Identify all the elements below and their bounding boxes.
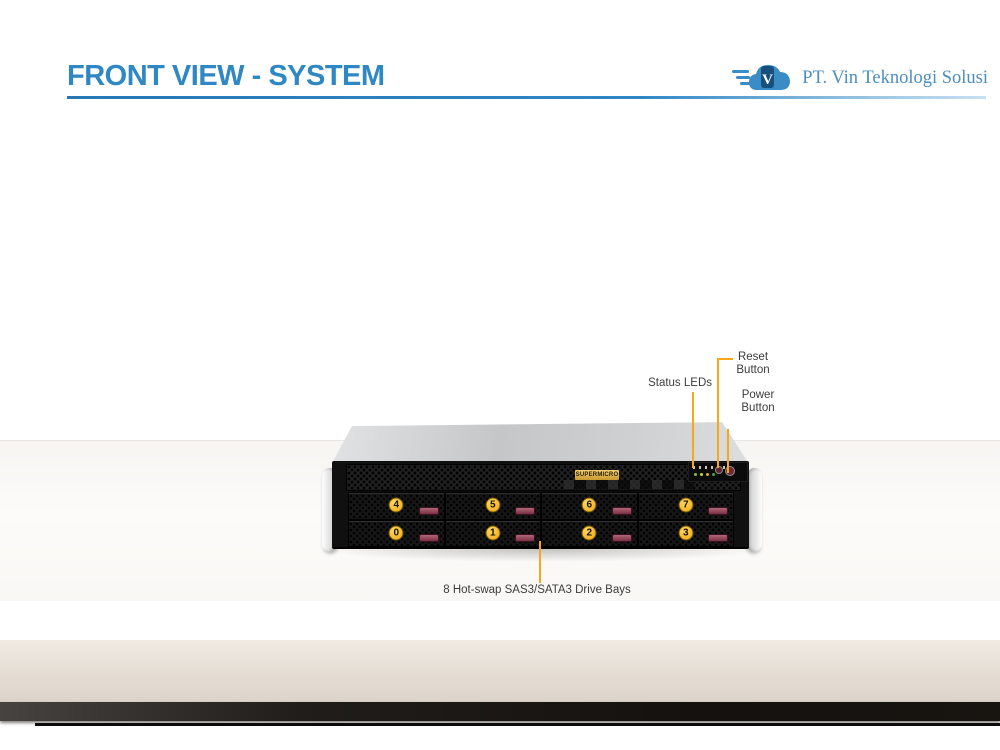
power-leader-line [727, 429, 729, 473]
server-front-panel: SUPERMICRO 4 5 6 7 [332, 461, 749, 549]
drive-bay: 7 [638, 493, 733, 519]
cloud-v-logo-icon: V [732, 53, 796, 104]
drive-bay-number: 1 [485, 525, 501, 541]
status-leds-label: Status LEDs [648, 377, 712, 389]
power-button-label: Power Button [734, 389, 782, 415]
reset-leader-line [717, 358, 719, 468]
drive-bay-number: 6 [581, 497, 597, 513]
power-label-line1: Power [741, 389, 775, 401]
reset-button-label: Reset Button [729, 351, 777, 377]
drive-bay-number: 0 [388, 525, 404, 541]
drive-bay: 0 [349, 520, 444, 546]
drive-bay-latch-icon [708, 506, 728, 515]
company-logo: V PT. Vin Teknologi Solusi [732, 54, 988, 102]
status-leds-leader-line [692, 392, 694, 468]
vent-slot-detail [564, 480, 694, 489]
drive-bay-grid: 4 5 6 7 0 1 2 [348, 492, 734, 547]
status-led [712, 473, 715, 476]
title-underline [67, 96, 986, 99]
drive-bay-latch-icon [515, 534, 535, 542]
rack-ear-right [747, 468, 762, 552]
drive-bay-number: 2 [581, 525, 597, 541]
drive-bay-number: 4 [388, 497, 404, 513]
drive-bay-number: 3 [678, 525, 694, 541]
drive-bay: 4 [349, 493, 444, 519]
drive-bay-latch-icon [611, 534, 632, 542]
table-edge-band [0, 640, 1000, 702]
drive-bay: 5 [445, 493, 540, 519]
table-shadow-band [0, 702, 1000, 721]
status-led [700, 473, 703, 476]
drive-bay-latch-icon [708, 534, 728, 542]
reset-leader-line-horizontal [717, 358, 733, 360]
table-shadow-line [35, 723, 1000, 726]
power-button [725, 466, 735, 476]
company-name: PT. Vin Teknologi Solusi [802, 67, 988, 88]
drive-bay-number: 7 [678, 497, 694, 513]
drive-bay-number: 5 [485, 497, 501, 513]
drive-bays-leader-line [539, 541, 541, 583]
drive-bay-latch-icon [515, 506, 535, 515]
page-title: FRONT VIEW - SYSTEM [67, 60, 385, 92]
brand-badge: SUPERMICRO [575, 470, 619, 480]
drive-bay-latch-icon [418, 534, 439, 542]
reset-label-line1: Reset [737, 351, 769, 363]
status-led-icons [693, 466, 725, 469]
drive-bays-label: 8 Hot-swap SAS3/SATA3 Drive Bays [443, 584, 631, 596]
status-led [706, 473, 709, 476]
drive-bay: 1 [445, 520, 540, 546]
reset-button [715, 466, 723, 474]
drive-bay: 2 [542, 520, 637, 546]
drive-bay: 6 [542, 493, 637, 519]
status-led [694, 473, 697, 476]
drive-bay: 3 [638, 520, 733, 546]
reset-label-line2: Button [736, 364, 770, 376]
drive-bay-latch-icon [418, 506, 439, 515]
drive-bay-latch-icon [611, 506, 632, 515]
server-front-view: SUPERMICRO 4 5 6 7 [322, 420, 762, 555]
power-label-line2: Button [741, 402, 775, 414]
svg-text:V: V [762, 72, 773, 88]
